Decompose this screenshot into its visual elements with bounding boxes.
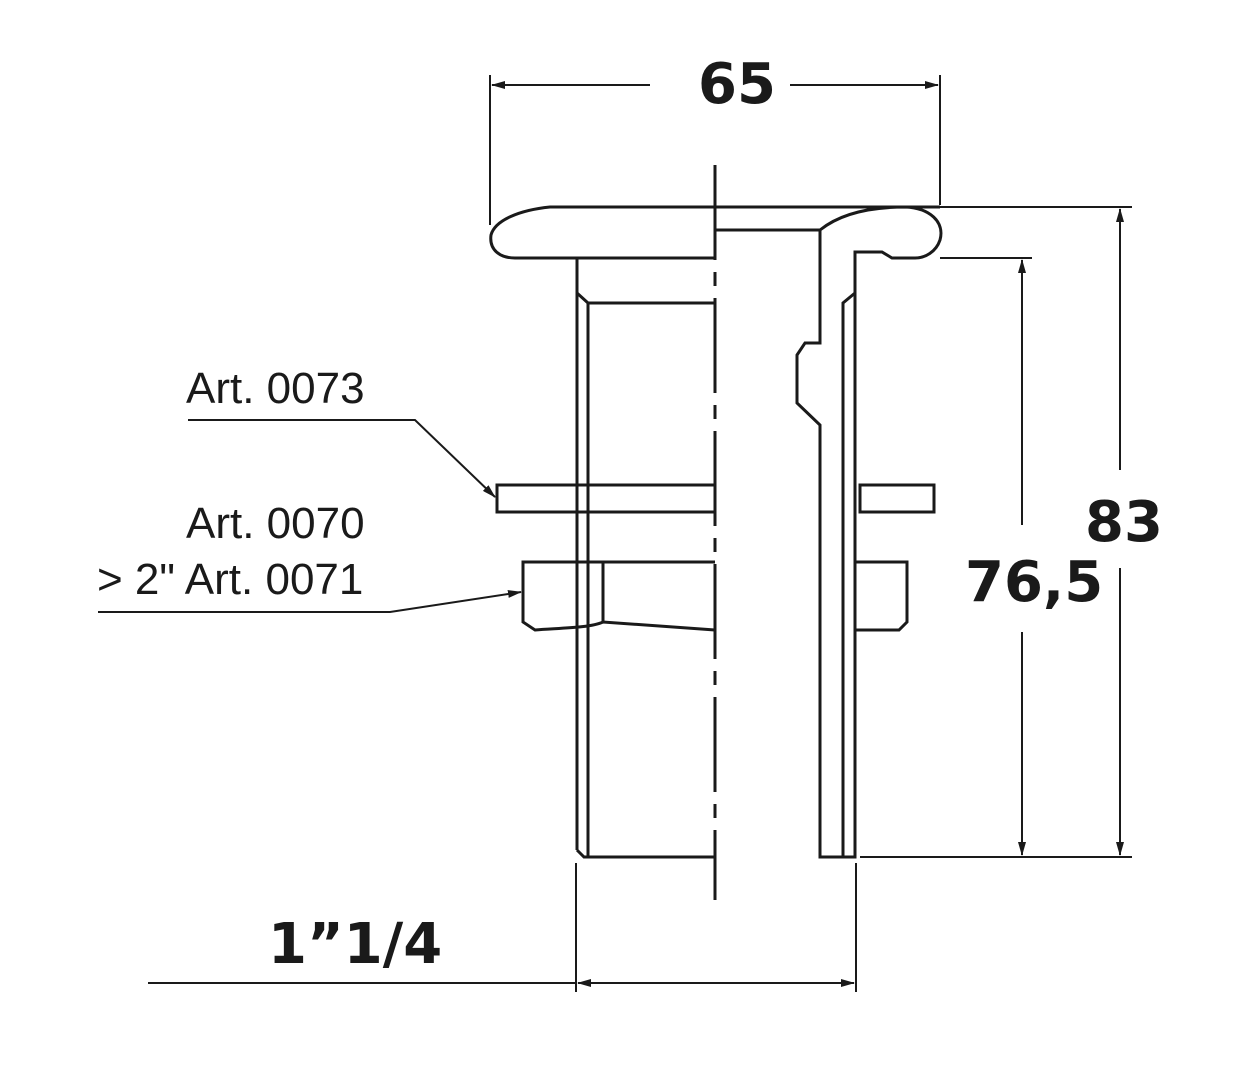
dimension-65	[489, 75, 941, 225]
dimension-83	[860, 206, 1132, 858]
dimension-76-5	[940, 257, 1032, 856]
label-washer: Art. 0073	[186, 364, 365, 413]
leader-washer	[188, 419, 496, 498]
body-section	[795, 205, 943, 859]
dimension-under-flange-label: 76,5	[965, 550, 1104, 615]
dimension-width-label: 65	[698, 52, 776, 117]
leader-nut	[98, 590, 522, 613]
body-exterior	[575, 258, 715, 859]
dimension-thread	[148, 863, 857, 992]
dimension-height-label: 83	[1085, 490, 1163, 555]
nut	[521, 560, 909, 632]
dimension-thread-label: 1”1/4	[268, 912, 443, 977]
label-nut: Art. 0070	[186, 499, 365, 548]
washer	[495, 483, 936, 514]
label-nut-large: > 2" Art. 0071	[97, 555, 364, 604]
